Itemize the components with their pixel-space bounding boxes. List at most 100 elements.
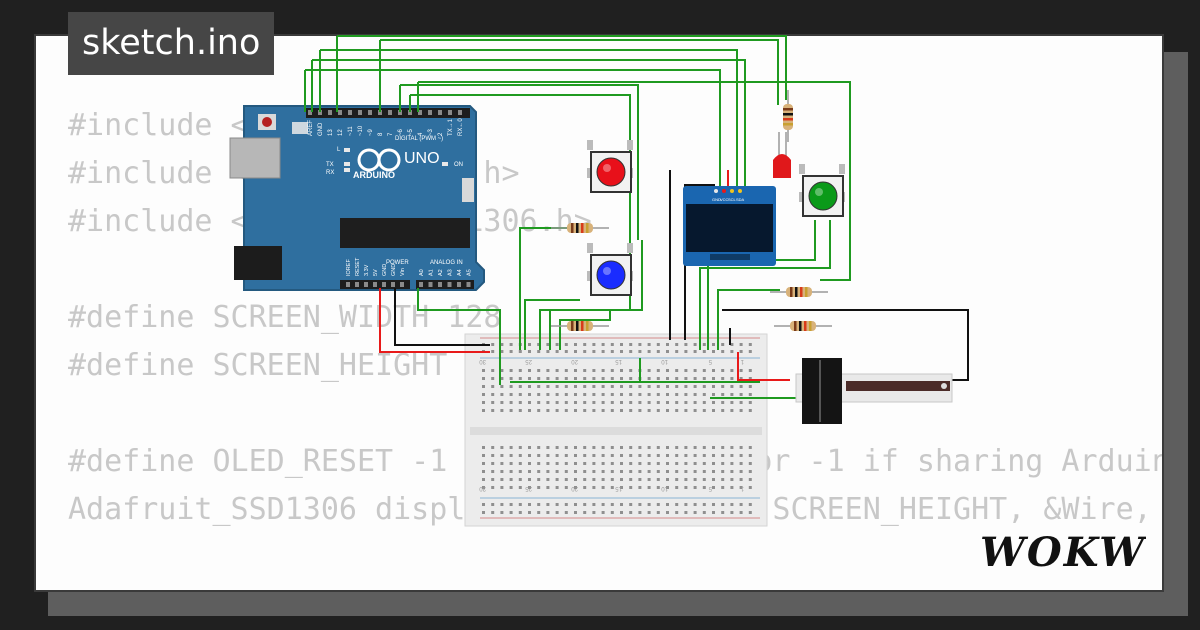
breadboard-hole[interactable] [491, 454, 495, 457]
breadboard-hole[interactable] [528, 446, 531, 449]
breadboard-hole[interactable] [730, 401, 734, 404]
breadboard-hole[interactable] [555, 503, 559, 506]
breadboard-hole[interactable] [592, 343, 596, 346]
breadboard-hole[interactable] [546, 393, 550, 396]
breadboard-hole[interactable] [629, 503, 633, 506]
breadboard-hole[interactable] [702, 470, 706, 473]
breadboard-hole[interactable] [666, 486, 669, 489]
breadboard-hole[interactable] [629, 377, 633, 380]
breadboard-hole[interactable] [712, 350, 715, 353]
breadboard-hole[interactable] [574, 511, 577, 514]
breadboard-hole[interactable] [509, 486, 513, 489]
breadboard-hole[interactable] [675, 369, 679, 372]
breadboard-hole[interactable] [748, 350, 752, 353]
breadboard-hole[interactable] [482, 377, 485, 380]
breadboard-hole[interactable] [666, 377, 669, 380]
breadboard-hole[interactable] [675, 511, 679, 514]
breadboard-hole[interactable] [555, 454, 559, 457]
breadboard-hole[interactable] [482, 511, 485, 514]
breadboard-hole[interactable] [684, 350, 688, 353]
breadboard-hole[interactable] [748, 478, 752, 481]
breadboard-hole[interactable] [730, 446, 734, 449]
breadboard-hole[interactable] [601, 462, 605, 465]
breadboard-hole[interactable] [574, 409, 577, 412]
breadboard-hole[interactable] [491, 478, 495, 481]
breadboard-hole[interactable] [500, 401, 504, 404]
breadboard-hole[interactable] [702, 478, 706, 481]
breadboard-hole[interactable] [620, 343, 623, 346]
breadboard-hole[interactable] [656, 454, 660, 457]
breadboard-hole[interactable] [721, 350, 725, 353]
breadboard-hole[interactable] [482, 462, 485, 465]
breadboard-hole[interactable] [702, 409, 706, 412]
breadboard-hole[interactable] [702, 454, 706, 457]
breadboard-hole[interactable] [620, 446, 623, 449]
breadboard-hole[interactable] [730, 393, 734, 396]
breadboard-hole[interactable] [730, 369, 734, 372]
breadboard-hole[interactable] [675, 401, 679, 404]
breadboard-hole[interactable] [601, 503, 605, 506]
breadboard-hole[interactable] [702, 446, 706, 449]
breadboard-hole[interactable] [629, 369, 633, 372]
breadboard-hole[interactable] [693, 350, 697, 353]
breadboard-hole[interactable] [721, 409, 725, 412]
breadboard-hole[interactable] [739, 385, 743, 388]
breadboard-hole[interactable] [601, 401, 605, 404]
breadboard-hole[interactable] [509, 511, 513, 514]
breadboard-hole[interactable] [629, 350, 633, 353]
breadboard-hole[interactable] [537, 393, 541, 396]
breadboard-hole[interactable] [620, 486, 623, 489]
breadboard-hole[interactable] [702, 369, 706, 372]
breadboard-hole[interactable] [518, 446, 522, 449]
breadboard-hole[interactable] [574, 369, 577, 372]
breadboard-hole[interactable] [564, 409, 568, 412]
breadboard-hole[interactable] [748, 369, 752, 372]
breadboard-hole[interactable] [712, 511, 715, 514]
breadboard-hole[interactable] [666, 385, 669, 388]
breadboard-hole[interactable] [620, 454, 623, 457]
breadboard-hole[interactable] [574, 503, 577, 506]
breadboard-hole[interactable] [518, 486, 522, 489]
breadboard-hole[interactable] [730, 385, 734, 388]
breadboard-hole[interactable] [647, 486, 651, 489]
breadboard-hole[interactable] [748, 470, 752, 473]
breadboard-hole[interactable] [656, 369, 660, 372]
breadboard-hole[interactable] [528, 478, 531, 481]
breadboard-hole[interactable] [638, 511, 642, 514]
breadboard-hole[interactable] [693, 446, 697, 449]
breadboard-hole[interactable] [592, 446, 596, 449]
breadboard-hole[interactable] [583, 369, 587, 372]
breadboard-hole[interactable] [500, 486, 504, 489]
breadboard-hole[interactable] [656, 486, 660, 489]
breadboard-hole[interactable] [610, 511, 614, 514]
breadboard-hole[interactable] [574, 454, 577, 457]
breadboard-hole[interactable] [620, 385, 623, 388]
breadboard-hole[interactable] [601, 385, 605, 388]
breadboard-hole[interactable] [721, 478, 725, 481]
breadboard-hole[interactable] [610, 401, 614, 404]
breadboard-hole[interactable] [601, 369, 605, 372]
breadboard-hole[interactable] [482, 503, 485, 506]
breadboard-hole[interactable] [610, 393, 614, 396]
breadboard-hole[interactable] [629, 454, 633, 457]
breadboard-hole[interactable] [693, 377, 697, 380]
breadboard-hole[interactable] [638, 478, 642, 481]
breadboard-hole[interactable] [684, 511, 688, 514]
breadboard-hole[interactable] [537, 377, 541, 380]
breadboard-hole[interactable] [638, 393, 642, 396]
breadboard-hole[interactable] [712, 446, 715, 449]
breadboard-hole[interactable] [491, 462, 495, 465]
breadboard-hole[interactable] [528, 377, 531, 380]
breadboard-hole[interactable] [482, 446, 485, 449]
breadboard-hole[interactable] [684, 503, 688, 506]
breadboard-hole[interactable] [620, 478, 623, 481]
breadboard-hole[interactable] [592, 470, 596, 473]
breadboard-hole[interactable] [684, 377, 688, 380]
breadboard-hole[interactable] [730, 343, 734, 346]
breadboard-hole[interactable] [518, 393, 522, 396]
breadboard-hole[interactable] [739, 409, 743, 412]
breadboard-hole[interactable] [592, 454, 596, 457]
slide-potentiometer[interactable] [795, 358, 953, 424]
breadboard-hole[interactable] [730, 470, 734, 473]
breadboard-hole[interactable] [537, 511, 541, 514]
